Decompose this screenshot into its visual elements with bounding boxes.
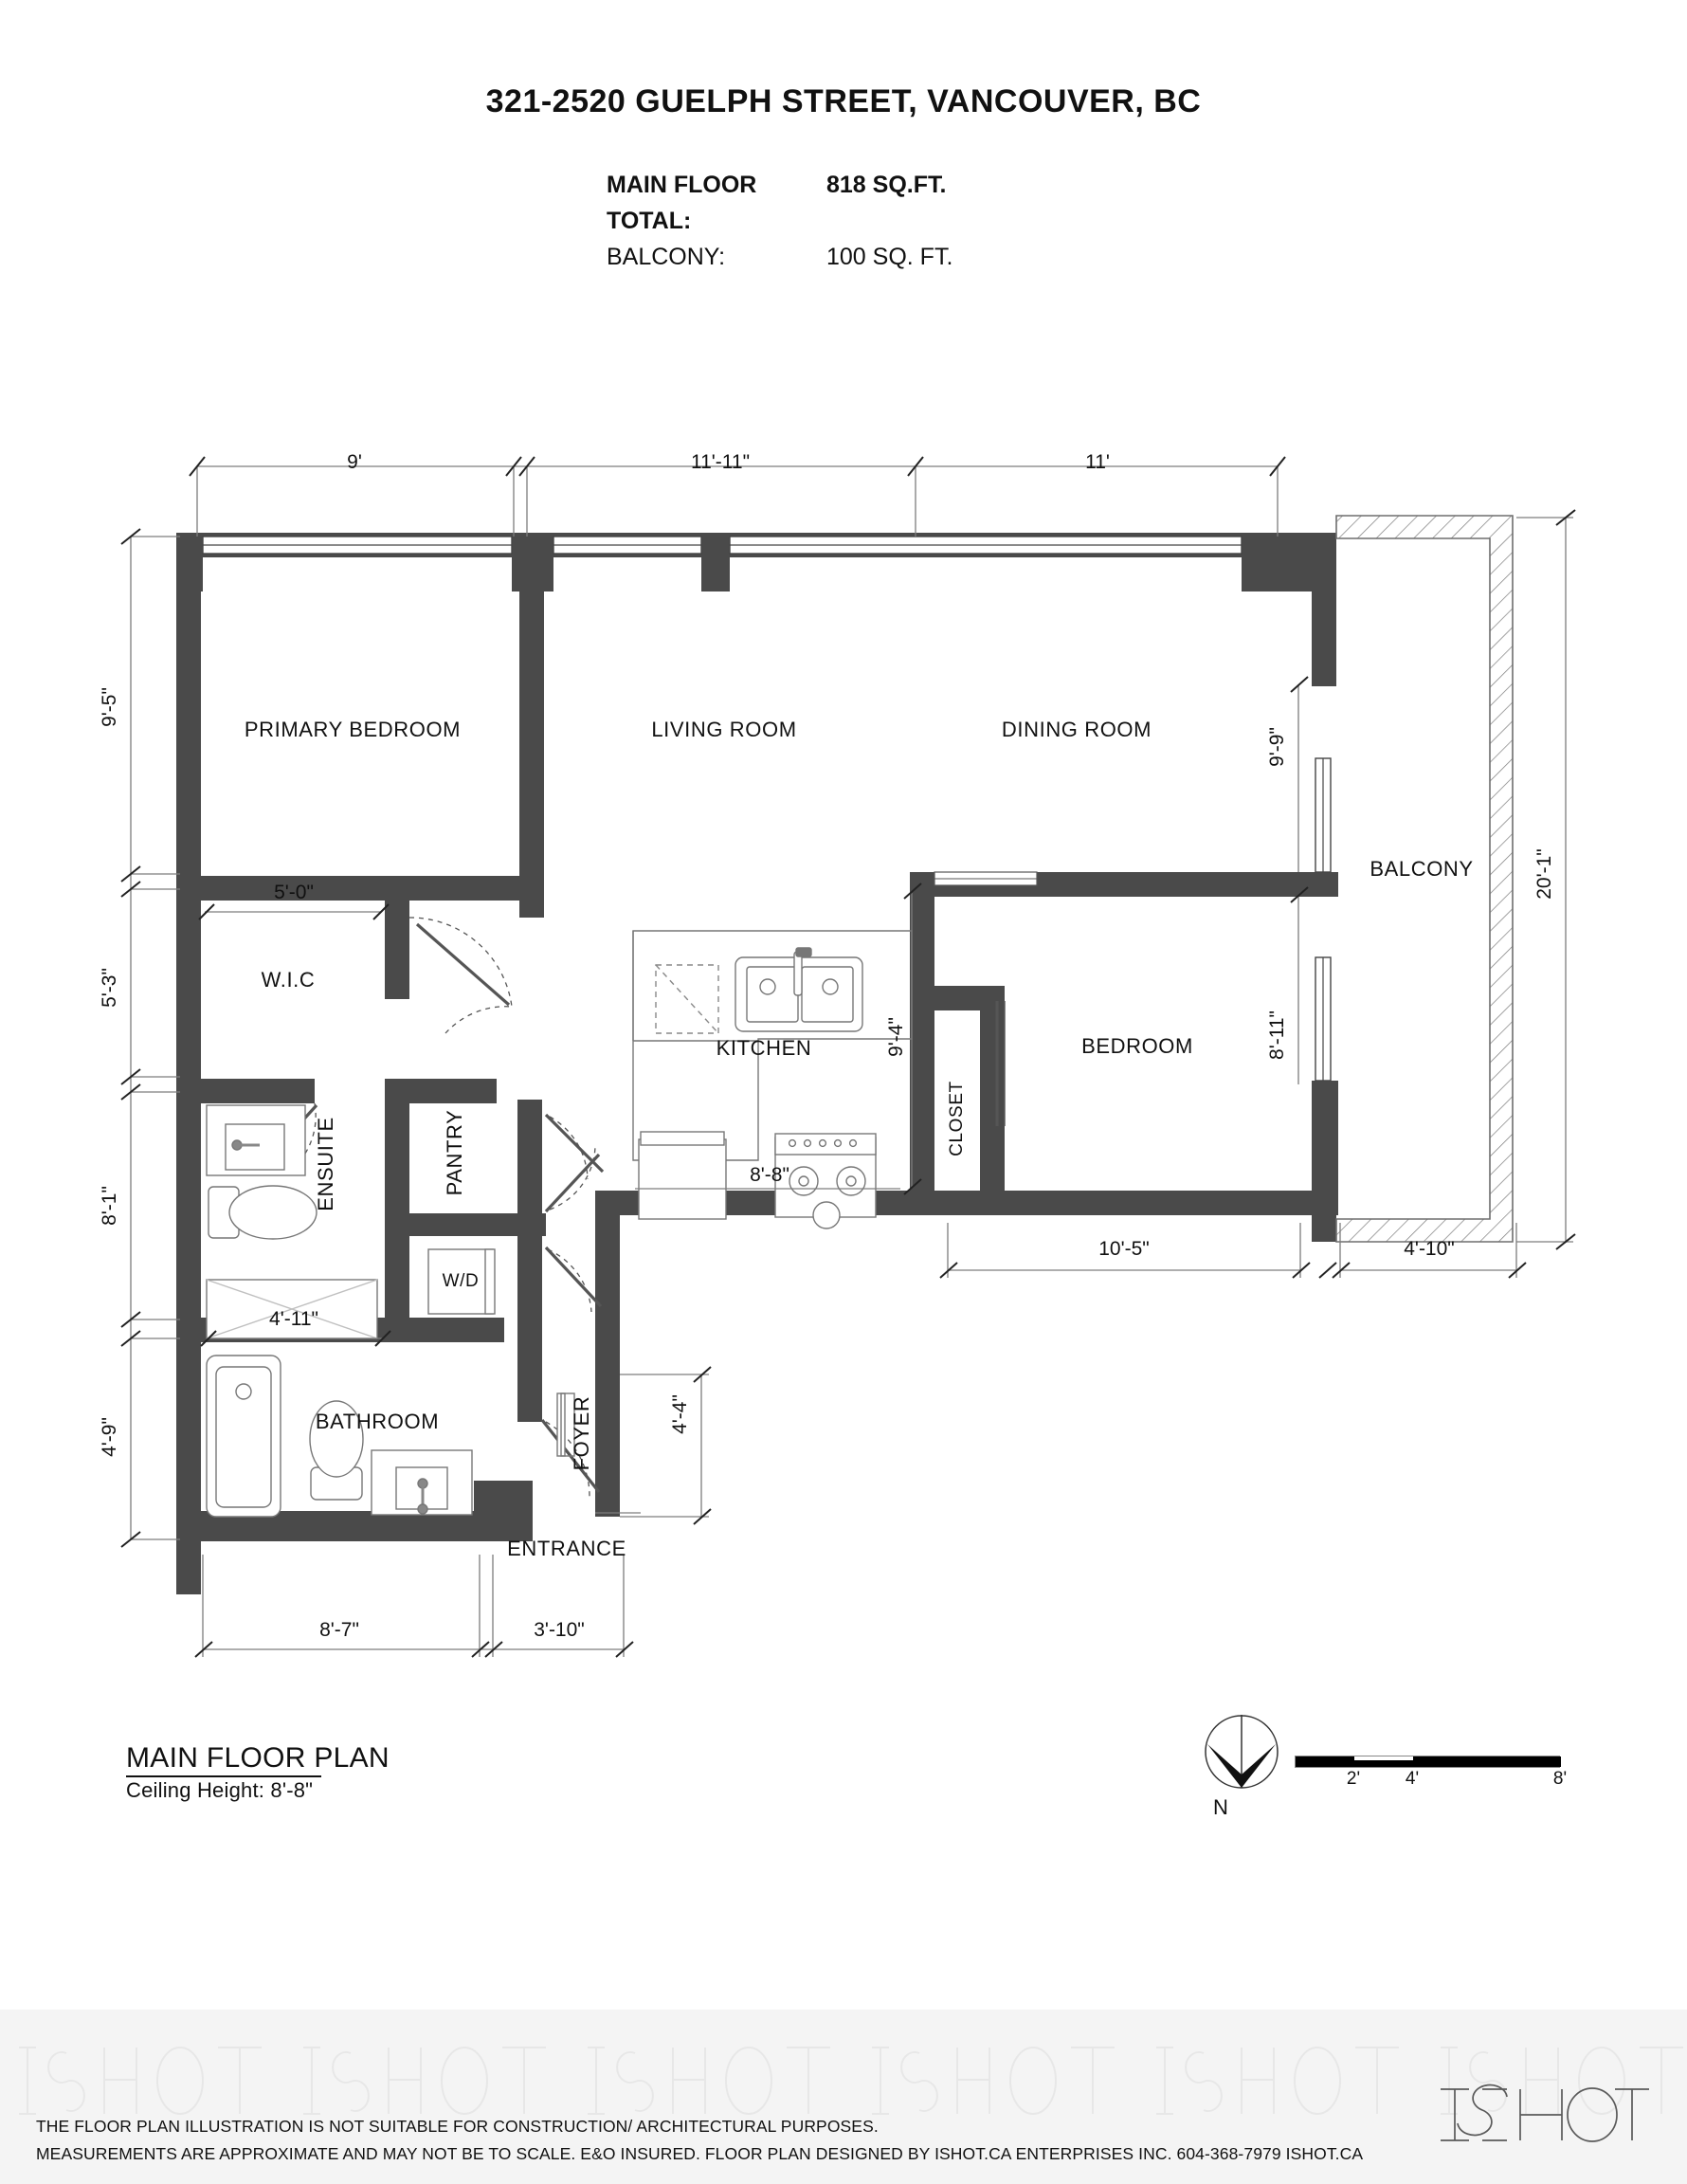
dimension-bedroom-width: 10'-5" xyxy=(1098,1238,1150,1260)
plan-caption-ceiling: Ceiling Height: 8'-8" xyxy=(126,1778,314,1802)
room-label-washer-dryer: W/D xyxy=(442,1271,480,1291)
dimension-left-1: 9'-5" xyxy=(99,687,120,727)
dimension-lines xyxy=(120,456,1576,1658)
room-label-foyer: FOYER xyxy=(570,1395,593,1471)
room-label-living-room: LIVING ROOM xyxy=(651,718,797,741)
scale-seg-1 xyxy=(1296,1756,1354,1767)
summary-label-main-floor: MAIN FLOOR TOTAL: xyxy=(607,172,757,234)
dimension-kitchen-depth: 9'-4" xyxy=(885,1017,907,1057)
scale-label-8ft: 8' xyxy=(1552,1769,1568,1789)
room-label-bathroom: BATHROOM xyxy=(315,1410,440,1433)
ishot-logo-icon xyxy=(1441,2084,1649,2142)
room-label-wic: W.I.C xyxy=(261,968,316,992)
window-group xyxy=(202,536,1332,1082)
compass-label-north: N xyxy=(1213,1795,1228,1819)
footer-line-2: MEASUREMENTS ARE APPROXIMATE AND MAY NOT… xyxy=(36,2144,1364,2163)
north-arrow-icon xyxy=(1205,1715,1279,1789)
summary-label-balcony: BALCONY: xyxy=(607,244,726,270)
summary-value-balcony: 100 SQ. FT. xyxy=(826,244,953,270)
dimension-top-1: 9' xyxy=(347,451,362,473)
summary-value-main-floor: 818 SQ.FT. xyxy=(826,172,947,198)
scale-label-2ft: 2' xyxy=(1346,1769,1361,1789)
foyer-fixtures xyxy=(556,1392,575,1457)
footer-line-1: THE FLOOR PLAN ILLUSTRATION IS NOT SUITA… xyxy=(36,2117,879,2136)
summary-row-main-floor: MAIN FLOOR TOTAL: 818 SQ.FT. xyxy=(607,167,1194,239)
dimension-shower-width: 4'-11" xyxy=(269,1308,318,1330)
dimension-top-2: 11'-11" xyxy=(690,451,751,473)
dimension-left-3: 8'-1" xyxy=(99,1186,120,1226)
room-label-entrance: ENTRANCE xyxy=(507,1537,626,1560)
room-label-ensuite: ENSUITE xyxy=(314,1117,337,1211)
scale-label-4ft: 4' xyxy=(1405,1769,1420,1789)
dimension-right-2: 8'-11" xyxy=(1266,1010,1288,1060)
room-label-pantry: PANTRY xyxy=(443,1109,466,1196)
room-label-bedroom: BEDROOM xyxy=(1081,1034,1193,1058)
dimension-left-4: 4'-9" xyxy=(99,1417,120,1457)
scale-seg-3 xyxy=(1413,1756,1561,1767)
plan-caption-rule xyxy=(126,1775,321,1777)
bathroom-fixtures xyxy=(206,1355,473,1518)
ensuite-fixtures xyxy=(206,1104,378,1339)
dimension-top-3: 11' xyxy=(1085,451,1110,473)
dimension-balcony-width: 4'-10" xyxy=(1404,1238,1455,1260)
dimension-foyer-width: 4'-4" xyxy=(669,1394,691,1434)
room-label-kitchen: KITCHEN xyxy=(716,1036,812,1060)
summary-row-balcony: BALCONY: 100 SQ. FT. xyxy=(607,239,1194,275)
room-label-dining-room: DINING ROOM xyxy=(1001,718,1152,741)
dimension-right-outer: 20'-1" xyxy=(1533,848,1555,900)
dimension-bottom-2: 3'-10" xyxy=(534,1619,585,1641)
dimension-left-2: 5'-3" xyxy=(99,968,120,1008)
scale-bar: 2' 4' 8' xyxy=(1295,1756,1567,1789)
room-label-primary-bedroom: PRIMARY BEDROOM xyxy=(244,718,462,741)
compass: N xyxy=(1196,1706,1287,1819)
balcony-outline xyxy=(1335,515,1514,1243)
room-label-closet: CLOSET xyxy=(947,1081,967,1156)
area-summary: MAIN FLOOR TOTAL: 818 SQ.FT. BALCONY: 10… xyxy=(607,167,1194,275)
page-title: 321-2520 GUELPH STREET, VANCOUVER, BC xyxy=(485,83,1202,119)
footer-watermark xyxy=(19,2047,1683,2115)
dimension-bottom-1: 8'-7" xyxy=(319,1619,359,1641)
dimension-right-1: 9'-9" xyxy=(1266,727,1288,767)
plan-caption: MAIN FLOOR PLAN Ceiling Height: 8'-8" xyxy=(126,1742,390,1803)
plan-caption-title: MAIN FLOOR PLAN xyxy=(126,1742,390,1774)
dimension-wic-width: 5'-0" xyxy=(274,882,314,903)
room-label-balcony: BALCONY xyxy=(1370,857,1474,881)
ishot-logo xyxy=(1433,2080,1651,2155)
washer-dryer-fixture xyxy=(427,1248,496,1315)
scale-bar-track xyxy=(1295,1756,1561,1768)
dimension-kitchen-width: 8'-8" xyxy=(750,1164,789,1186)
scale-seg-2 xyxy=(1354,1760,1413,1767)
footer-band xyxy=(0,2010,1687,2184)
footer-disclaimer: THE FLOOR PLAN ILLUSTRATION IS NOT SUITA… xyxy=(36,2113,1364,2168)
